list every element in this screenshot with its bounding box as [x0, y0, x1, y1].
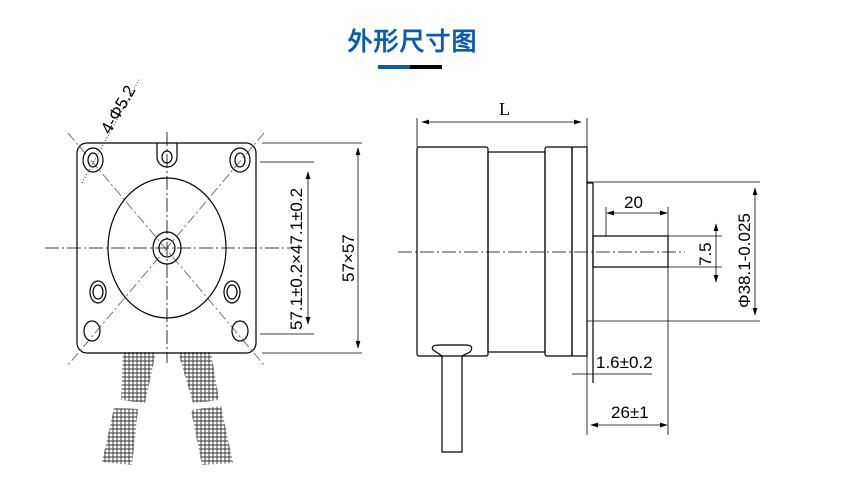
outer-dim-label: 57×57 — [339, 234, 358, 282]
front-view: 4-Φ5.2 57×57 57.1±0.2×47.1±0.2 — [45, 77, 362, 465]
hole-label: 4-Φ5.2 — [97, 82, 140, 137]
page-title: 外形尺寸图 — [347, 27, 478, 56]
mounting-holes — [82, 147, 251, 342]
cable-left-lower — [102, 408, 138, 465]
shaft-extension-label: 26±1 — [611, 403, 649, 422]
length-label: L — [499, 99, 510, 119]
boss-circle — [107, 177, 227, 319]
lead-wire — [431, 344, 473, 453]
inner-dim-label: 57.1±0.2×47.1±0.2 — [287, 188, 306, 330]
shaft — [592, 235, 669, 268]
motor-front-cap — [544, 146, 573, 357]
flat-width-label: 7.5 — [696, 242, 715, 266]
title-underline-accent — [378, 65, 410, 69]
shaft-end — [158, 238, 176, 258]
pilot-thickness-label: 1.6±0.2 — [596, 353, 653, 372]
title-underline — [410, 65, 442, 69]
pilot-diameter-label: Φ38.1-0.025 — [735, 213, 754, 308]
motor-rear-cap — [416, 146, 489, 357]
cable-right-lower — [191, 406, 233, 465]
shaft-length-label: 20 — [624, 193, 643, 212]
cable-left-upper — [121, 352, 156, 403]
cable-right-upper — [178, 352, 219, 403]
side-view: L Φ38.1-0.025 20 7.5 1.6±0.2 26±1 — [398, 99, 760, 453]
